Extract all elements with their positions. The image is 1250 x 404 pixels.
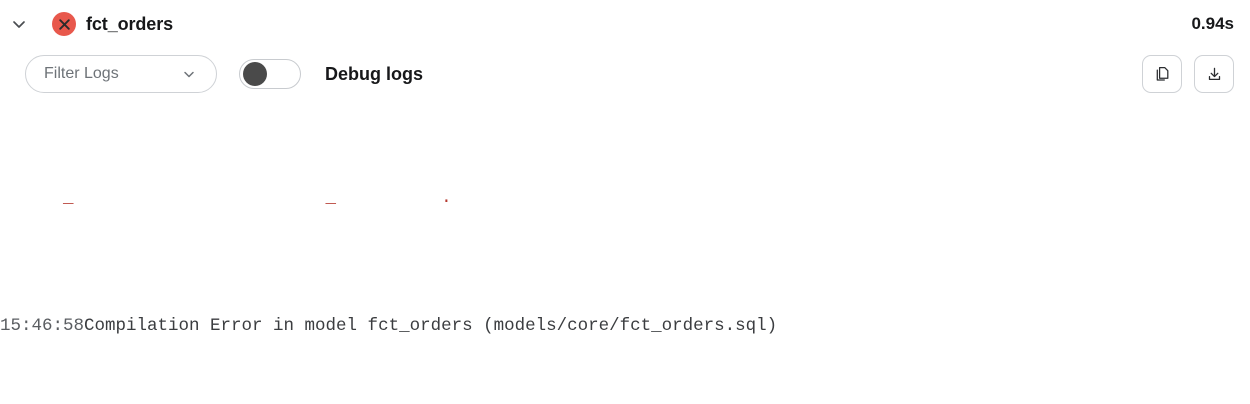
log-header: fct_orders 0.94s bbox=[0, 0, 1250, 48]
elapsed-time: 0.94s bbox=[1191, 14, 1234, 33]
log-line-text: Compilation Error in model fct_orders (m… bbox=[84, 316, 778, 336]
debug-logs-toggle[interactable] bbox=[239, 59, 301, 89]
page-title: fct_orders bbox=[86, 13, 174, 34]
log-line-clipped: _ _ . bbox=[0, 188, 452, 208]
chevron-down-icon[interactable] bbox=[6, 11, 32, 37]
log-timestamp: 15:46:58 bbox=[0, 316, 85, 336]
log-output-scroll[interactable]: _ _ . 15:46:58Compilation Error in model… bbox=[0, 100, 1250, 404]
toggle-knob bbox=[243, 62, 267, 86]
download-logs-button[interactable] bbox=[1194, 55, 1234, 93]
copy-logs-button[interactable] bbox=[1142, 55, 1182, 93]
toolbar-actions bbox=[1142, 55, 1234, 93]
chevron-down-icon bbox=[182, 67, 202, 81]
filter-logs-select[interactable]: Filter Logs bbox=[25, 55, 217, 93]
log-line: 15:46:58Compilation Error in model fct_o… bbox=[0, 310, 1250, 342]
debug-logs-label: Debug logs bbox=[325, 63, 423, 84]
log-output: _ _ . 15:46:58Compilation Error in model… bbox=[0, 100, 1250, 404]
log-toolbar: Filter Logs Debug logs bbox=[0, 48, 1250, 100]
error-circle-x-icon bbox=[52, 12, 76, 36]
filter-logs-label: Filter Logs bbox=[44, 65, 119, 82]
